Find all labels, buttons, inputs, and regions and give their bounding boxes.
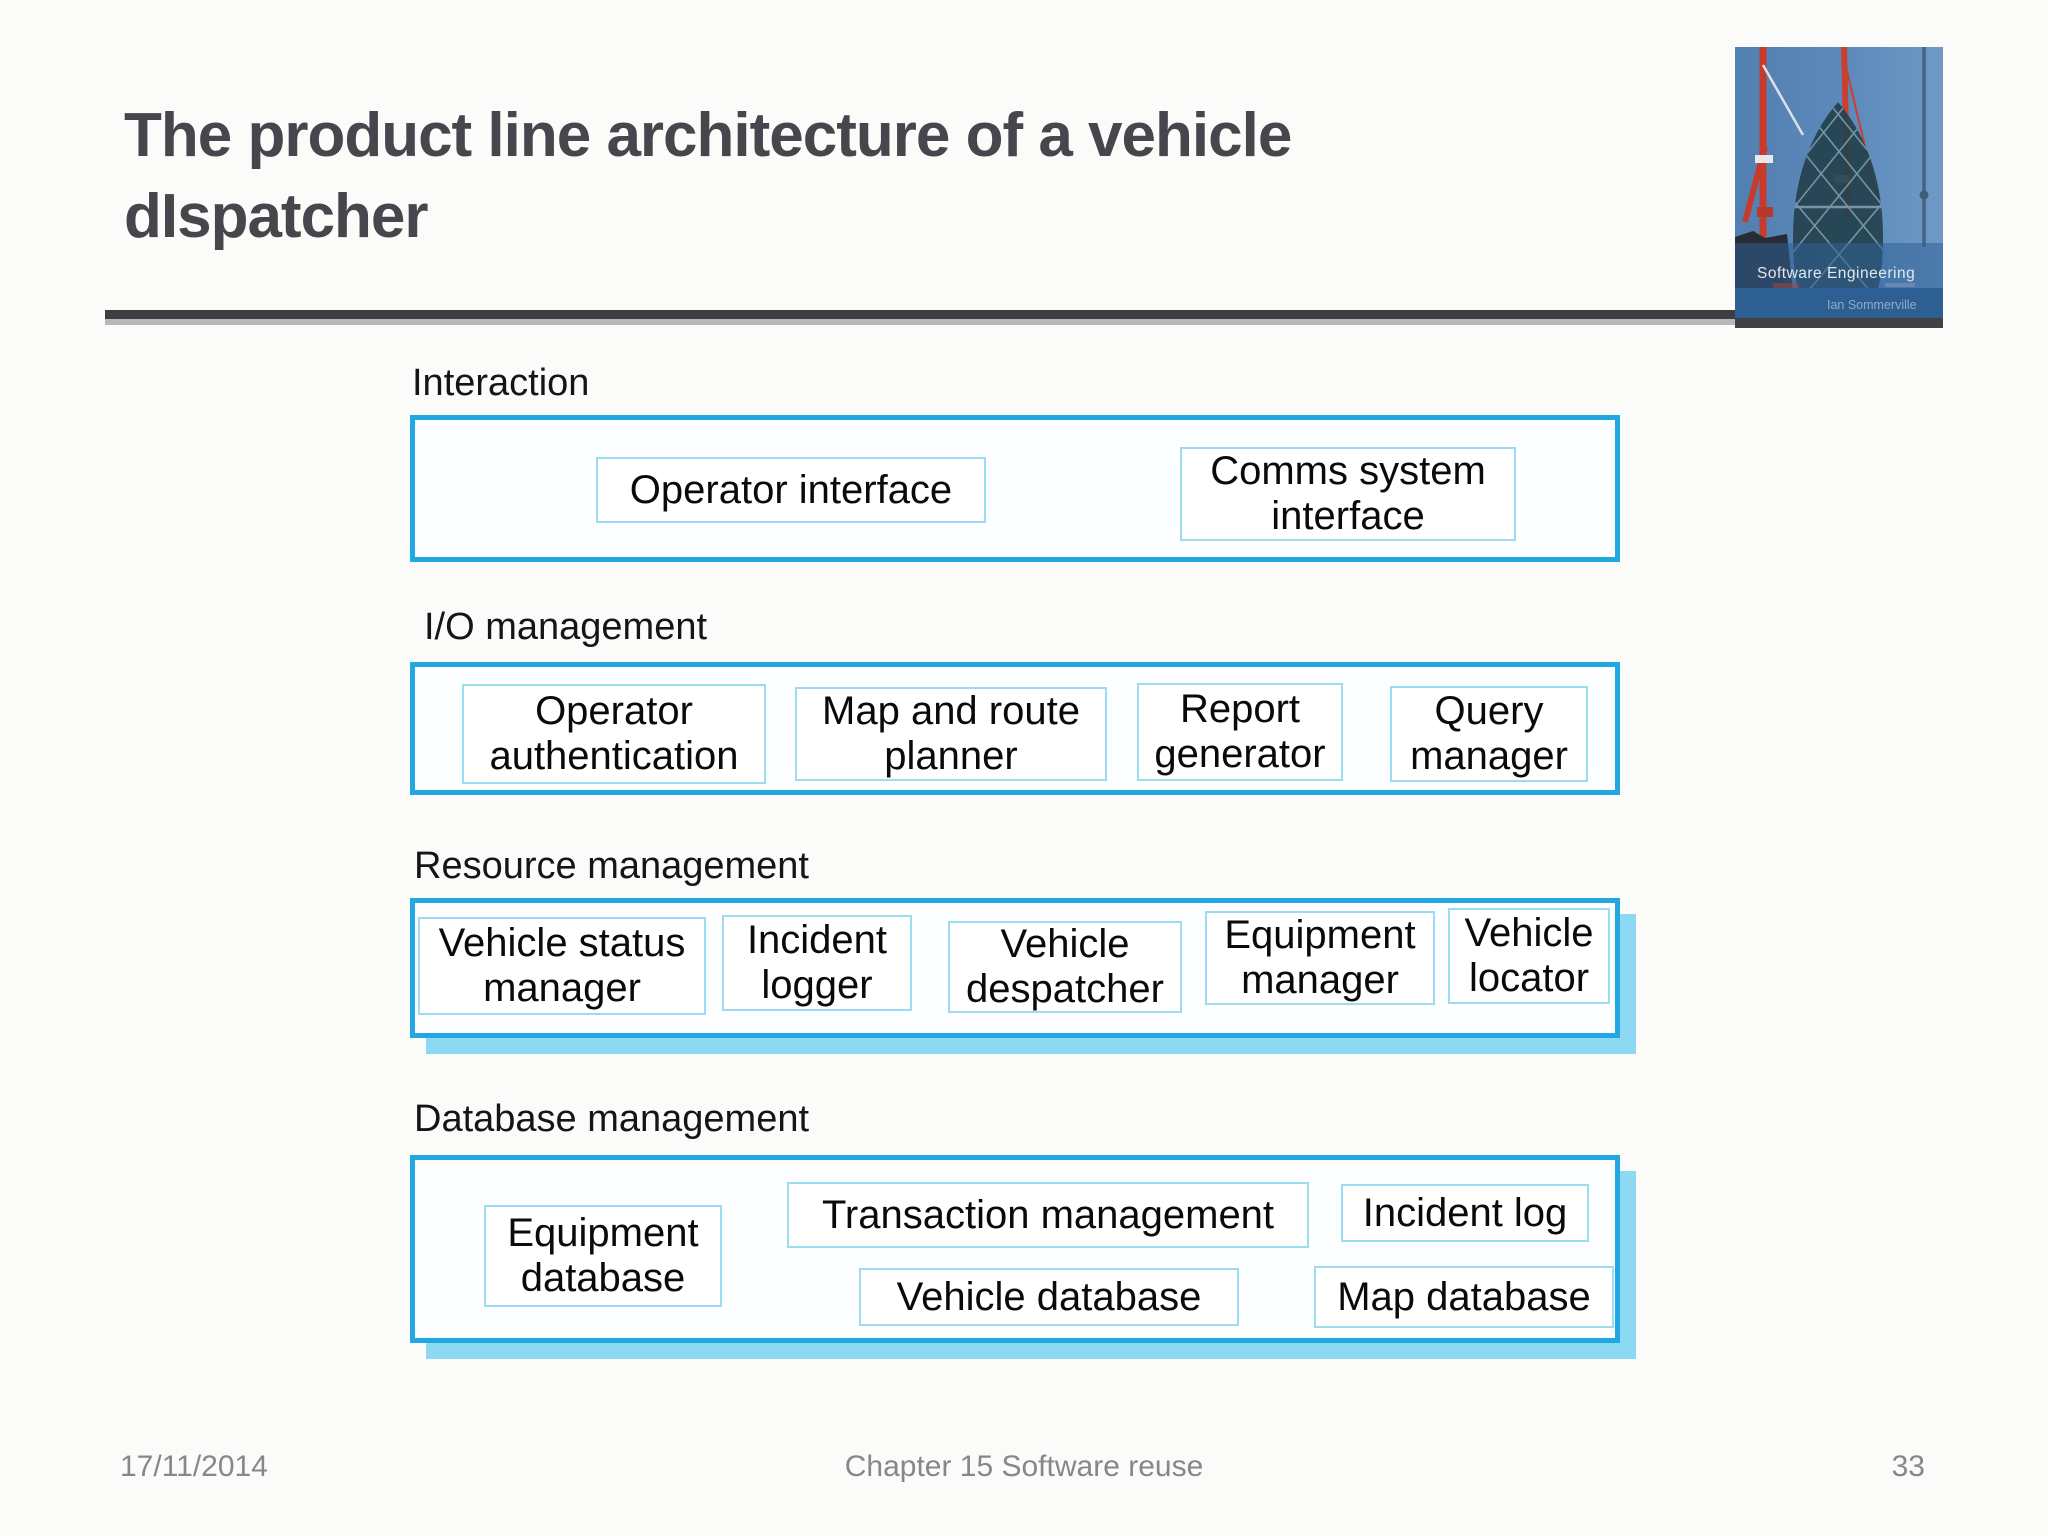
component-equipment-manager: Equipment manager xyxy=(1205,911,1435,1005)
title-underline-shadow xyxy=(105,319,1750,325)
component-operator-interface: Operator interface xyxy=(596,457,986,523)
component-incident-log: Incident log xyxy=(1341,1184,1589,1242)
layer-label-database-management: Database management xyxy=(414,1098,810,1140)
page-title-line1: The product line architecture of a vehic… xyxy=(124,101,1292,170)
book-author-text: Ian Sommerville xyxy=(1827,298,1917,312)
cover-author-band xyxy=(1735,288,1943,318)
book-bottom-strip xyxy=(1735,318,1943,328)
cover-title-band xyxy=(1735,243,1943,288)
edition-mark-right xyxy=(1885,283,1915,287)
footer-chapter: Chapter 15 Software reuse xyxy=(844,1450,1204,1483)
component-comms-system-interface: Comms system interface xyxy=(1180,447,1516,541)
layer-label-io-management: I/O management xyxy=(424,606,708,648)
title-underline-dark xyxy=(105,310,1750,319)
book-cover-art: Software Engineering Ian Sommerville xyxy=(1735,46,1943,328)
book-title-text: Software Engineering xyxy=(1757,265,1915,282)
red-crane-left-icon xyxy=(1742,47,1805,247)
component-vehicle-despatcher: Vehicle despatcher xyxy=(948,921,1182,1013)
layer-label-resource-management: Resource management xyxy=(414,845,809,887)
component-vehicle-locator: Vehicle locator xyxy=(1448,908,1610,1004)
page-title: The product line architecture of a vehic… xyxy=(124,96,1292,257)
component-map-database: Map database xyxy=(1314,1266,1614,1328)
component-equipment-database: Equipment database xyxy=(484,1205,722,1307)
page-title-line2: dIspatcher xyxy=(124,181,429,251)
component-map-route-planner: Map and route planner xyxy=(795,687,1107,781)
component-vehicle-status-manager: Vehicle status manager xyxy=(418,917,706,1015)
component-incident-logger: Incident logger xyxy=(722,915,912,1011)
footer-date: 17/11/2014 xyxy=(120,1450,268,1483)
edition-mark xyxy=(1773,283,1799,288)
footer-page-number: 33 xyxy=(1891,1450,1925,1483)
crane-right-icon xyxy=(1919,47,1929,247)
component-query-manager: Query manager xyxy=(1390,686,1588,782)
book-cover-image: Software Engineering Ian Sommerville xyxy=(1735,46,1943,328)
component-report-generator: Report generator xyxy=(1137,683,1343,781)
component-vehicle-database: Vehicle database xyxy=(859,1268,1239,1326)
layer-label-interaction: Interaction xyxy=(412,362,590,404)
component-transaction-management: Transaction management xyxy=(787,1182,1309,1248)
component-operator-authentication: Operator authentication xyxy=(462,684,766,784)
